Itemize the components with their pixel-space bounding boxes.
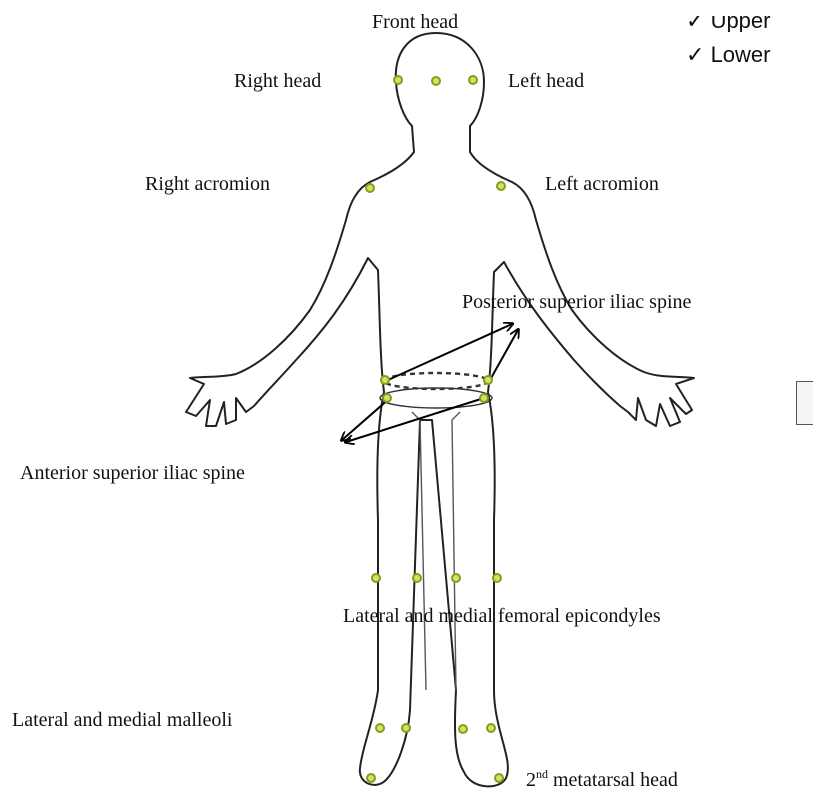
label-front-head: Front head [372,12,458,32]
marker-asis-left [480,394,488,402]
marker-metatarsal-left [495,774,503,782]
marker-left-head [469,76,477,84]
checklist-item-lower: ✓ Lower [686,44,770,66]
marker-ankle-lateral-right [376,724,384,732]
check-mark-icon: ✓ [686,42,704,67]
marker-psis-right [381,376,389,384]
marker-asis-right [383,394,391,402]
label-femoral-epicondyles: Lateral and medial femoral epicondyles [343,606,661,626]
label-anterior-superior-iliac-spine: Anterior superior iliac spine [20,463,245,483]
arrow-asis-right [346,398,484,442]
pelvis-ring [380,388,492,408]
marker-ankle-lateral-left [487,724,495,732]
arrow-asis-left [342,398,390,440]
label-metatarsal-prefix: 2 [526,769,536,791]
label-left-head: Left head [508,71,584,91]
label-metatarsal-head: 2nd metatarsal head [526,768,678,790]
body-outline [186,33,694,786]
label-right-acromion: Right acromion [145,174,270,194]
marker-left-acromion [497,182,505,190]
label-left-acromion: Left acromion [545,174,659,194]
marker-knee-medial-left [452,574,460,582]
marker-metatarsal-right [367,774,375,782]
offscreen-box [796,381,813,425]
marker-knee-medial-right [413,574,421,582]
marker-knee-lateral-right [372,574,380,582]
arrow-psis-left [388,324,512,380]
marker-right-head [394,76,402,84]
label-right-head: Right head [234,71,321,91]
label-malleoli: Lateral and medial malleoli [12,710,232,730]
arrow-psis-right [490,330,518,380]
marker-ankle-medial-left [459,725,467,733]
marker-right-acromion [366,184,374,192]
label-metatarsal-sup: nd [536,767,548,781]
marker-psis-left [484,376,492,384]
label-metatarsal-suffix: metatarsal head [548,769,678,791]
marker-front-head [432,77,440,85]
checklist-text-lower: Lower [711,42,771,67]
marker-ankle-medial-right [402,724,410,732]
marker-knee-lateral-left [493,574,501,582]
label-posterior-superior-iliac-spine: Posterior superior iliac spine [462,292,691,312]
